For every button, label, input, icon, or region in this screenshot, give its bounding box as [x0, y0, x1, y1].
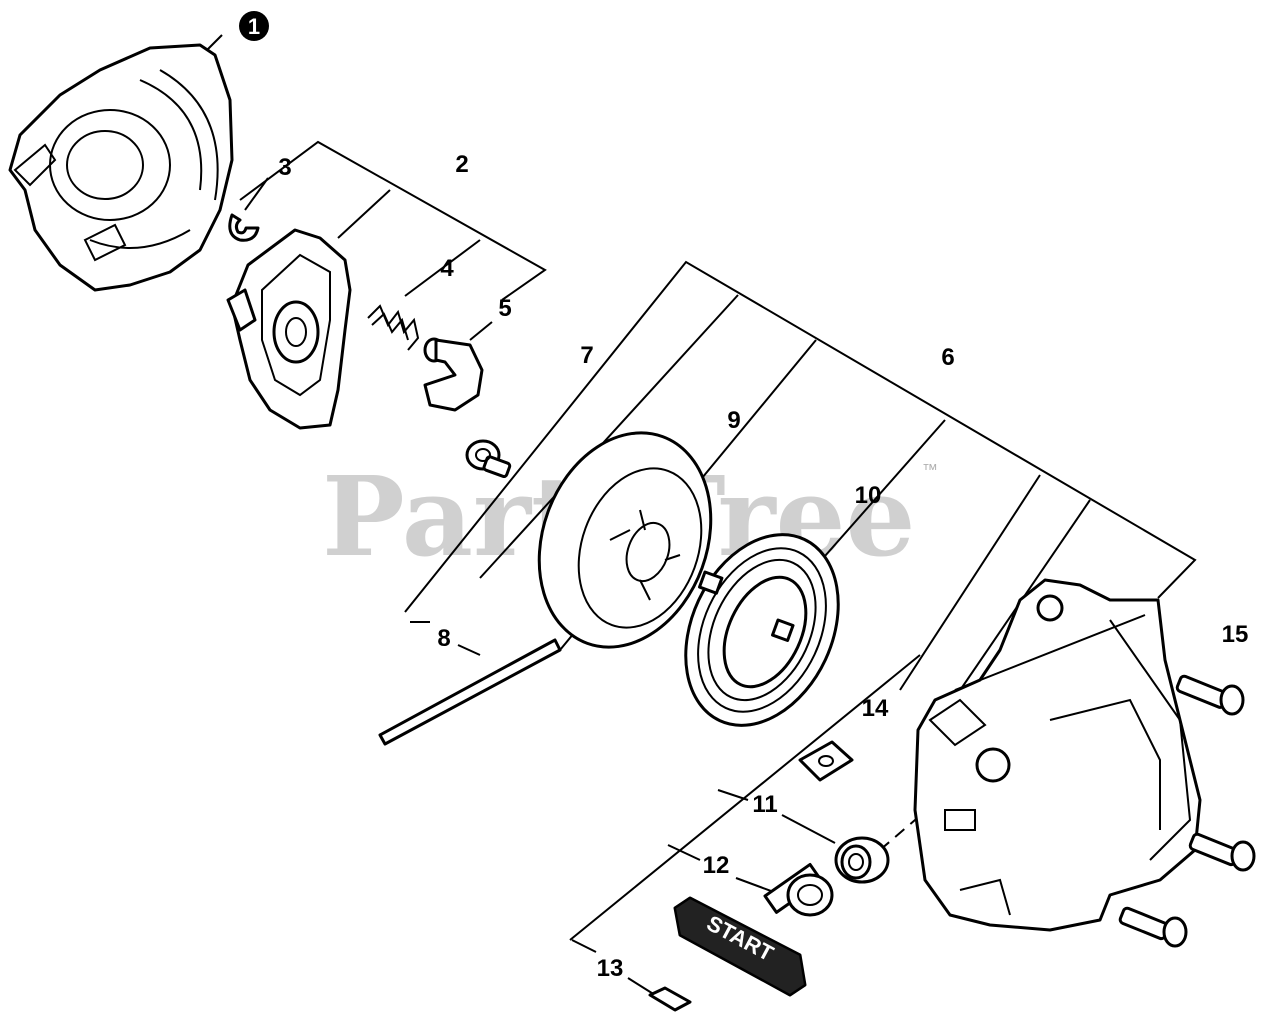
leader-5 [469, 321, 493, 341]
leader-4-spring [404, 239, 481, 297]
callouts: 1 3 2 4 5 6 7 8 9 10 11 12 13 14 15 [239, 11, 1248, 982]
leader-14 [899, 474, 1041, 691]
callout-13: 13 [597, 955, 624, 982]
part-1-cover [8, 43, 234, 292]
leader-2-housing [337, 189, 391, 239]
callout-6: 6 [941, 344, 954, 371]
part-4-spring [367, 304, 420, 351]
bracket-2 [239, 140, 547, 301]
part-10-spring [684, 533, 840, 727]
leader-13a [571, 939, 597, 953]
leader-13 [627, 977, 656, 996]
callout-2: 2 [455, 151, 468, 178]
part-5-pawl [423, 337, 484, 412]
part-7-screw [465, 439, 512, 479]
part-14-nut [798, 740, 854, 782]
part-11-bushing [834, 836, 890, 884]
callout-11: 11 [752, 791, 777, 818]
leader-3 [244, 177, 269, 211]
watermark-trademark: ™ [922, 462, 938, 479]
bolt-middle [1188, 832, 1256, 872]
callout-8: 8 [437, 625, 450, 652]
callout-7: 7 [580, 342, 593, 369]
leader-12a [667, 844, 701, 861]
callout-10: 10 [855, 482, 882, 509]
leader-8 [457, 644, 481, 656]
callout-12: 12 [703, 852, 730, 879]
callout-4: 4 [440, 255, 454, 282]
part-2-housing [226, 228, 352, 430]
callout-2-3: 3 [278, 154, 291, 181]
callout-15: 15 [1222, 621, 1249, 648]
part-6-case [913, 578, 1202, 932]
leader-7 [479, 294, 739, 579]
part-3-clip [228, 213, 260, 242]
part-15-bolts [1118, 674, 1256, 948]
bracket-6 [404, 260, 1197, 613]
part-12-handle: START [673, 862, 834, 997]
bolt-top [1175, 674, 1245, 716]
callout-5: 5 [498, 295, 511, 322]
bolt-bottom [1118, 906, 1188, 948]
leader-11 [781, 814, 836, 844]
bracket-6-lower [569, 654, 921, 941]
part-9-reel [378, 431, 713, 746]
part-13-plate [648, 986, 692, 1012]
leader-11a [717, 789, 749, 801]
callout-14: 14 [862, 695, 889, 722]
callout-1: 1 [239, 11, 269, 41]
callout-9: 9 [727, 407, 740, 434]
callout-1-text: 1 [248, 14, 260, 39]
